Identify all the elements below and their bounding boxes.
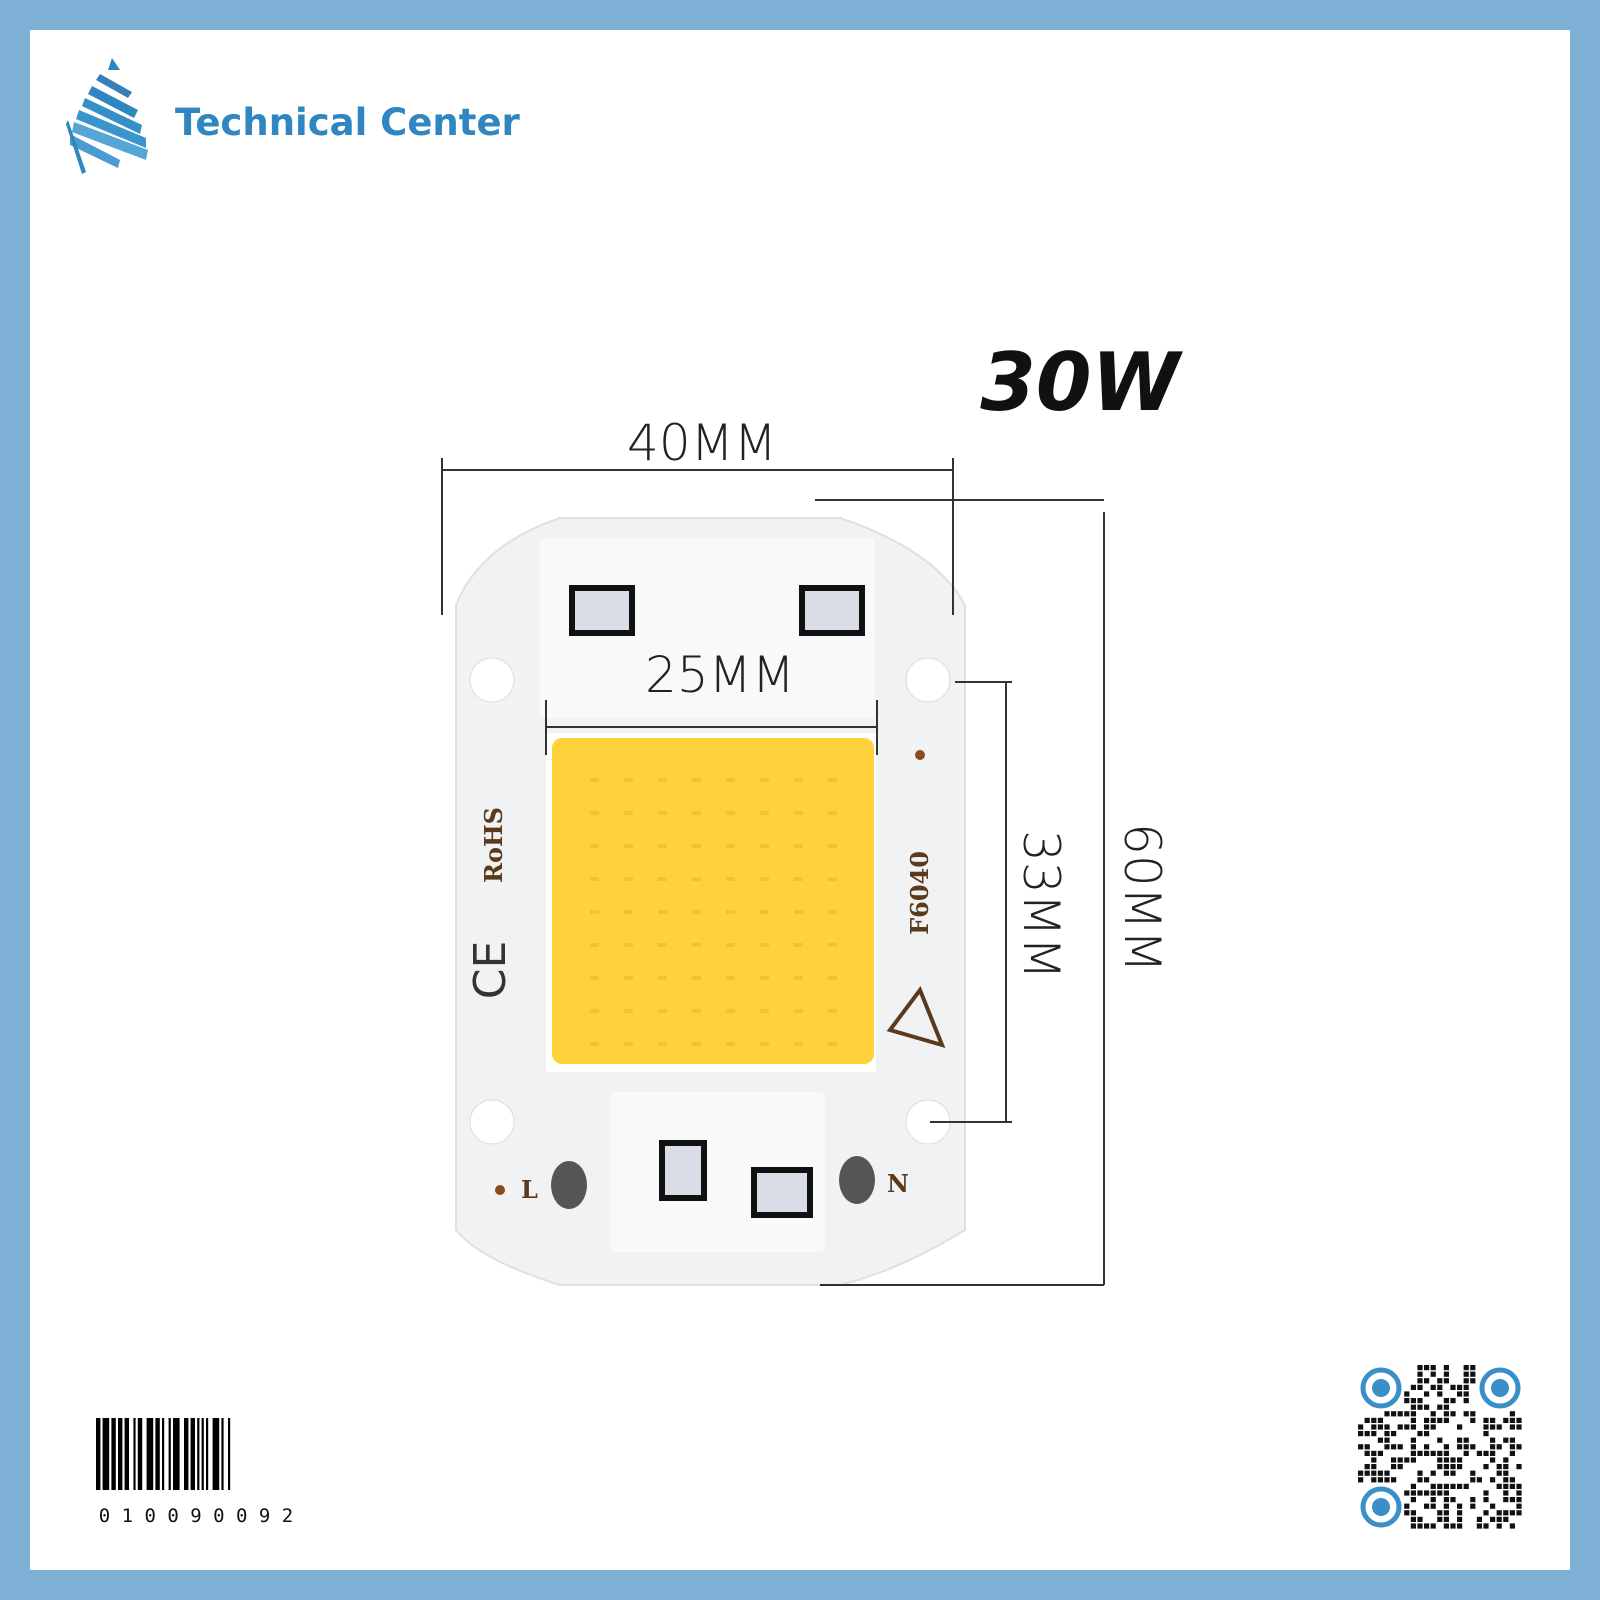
emitter-dimension-label: 25MM <box>645 646 795 704</box>
barcode-bar <box>111 1418 116 1490</box>
barcode-bar <box>206 1418 209 1490</box>
barcode-bar <box>221 1418 224 1490</box>
barcode-bar <box>201 1418 204 1490</box>
cob-led-chip <box>455 517 966 1286</box>
dimension-lines <box>441 458 1105 1286</box>
barcode-bar <box>155 1418 160 1490</box>
barcode-bar <box>102 1418 110 1490</box>
qr-finder-pattern <box>1360 1367 1402 1409</box>
barcode-number: 0 1 0 0 9 0 0 9 2 <box>99 1505 293 1527</box>
wattage-label: 30W <box>980 336 1183 429</box>
barcode-bar <box>212 1418 220 1490</box>
barcode-bar <box>137 1418 143 1490</box>
barcode-bar <box>173 1418 180 1490</box>
barcode-bar <box>162 1418 165 1490</box>
barcode-bar <box>184 1418 189 1490</box>
barcode-bar <box>197 1418 200 1490</box>
height-dimension-label: 60MM <box>1113 823 1171 973</box>
barcode-bar <box>168 1418 171 1490</box>
live-terminal-label: L <box>521 1175 538 1204</box>
model-marking: F6040 <box>905 851 934 935</box>
qr-finder-pattern <box>1479 1367 1521 1409</box>
rohs-mark: RoHS <box>479 807 508 883</box>
barcode-bar <box>124 1418 129 1490</box>
hole-spacing-label: 33MM <box>1012 830 1070 980</box>
barcode-bar <box>190 1418 195 1490</box>
barcode-bar <box>146 1418 154 1490</box>
barcode-bar <box>133 1418 136 1490</box>
logo-icon <box>66 58 148 174</box>
led-emitter <box>552 738 874 1064</box>
neutral-terminal-label: N <box>887 1169 909 1198</box>
brand-name: Technical Center <box>175 101 521 144</box>
qr-code <box>1358 1365 1522 1529</box>
barcode <box>96 1418 231 1490</box>
barcode-bar <box>96 1418 101 1490</box>
width-dimension-label: 40MM <box>627 414 777 472</box>
barcode-bar <box>118 1418 123 1490</box>
barcode-bar <box>228 1418 231 1490</box>
qr-finder-pattern <box>1360 1486 1402 1528</box>
ce-mark: CE <box>465 941 516 1000</box>
